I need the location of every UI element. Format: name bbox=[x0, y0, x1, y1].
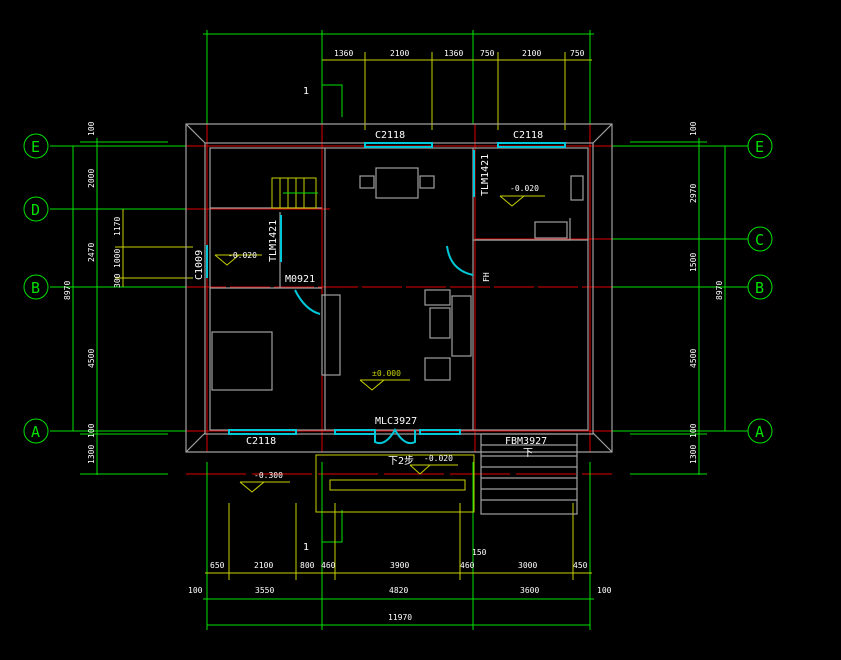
top-dim-3: 1360 bbox=[444, 49, 463, 58]
level-living: ±0.000 bbox=[372, 369, 401, 378]
level-kitchen: -0.020 bbox=[510, 184, 539, 193]
axis-a-left: A bbox=[31, 423, 40, 441]
level-outside: -0.300 bbox=[254, 471, 283, 480]
right-dim-6: 1300 bbox=[689, 445, 698, 464]
level-porch: -0.020 bbox=[424, 454, 453, 463]
left-total-dim: 8970 bbox=[63, 281, 72, 300]
axis-e-right: E bbox=[755, 138, 764, 156]
axis-c-right: C bbox=[755, 231, 764, 249]
bottom-total-dim-2: 3550 bbox=[255, 586, 274, 595]
axis-e-left: E bbox=[31, 138, 40, 156]
down-steps-label: 下2步 bbox=[388, 455, 414, 467]
building-walls bbox=[185, 123, 613, 515]
left-sub-dim-3: 300 bbox=[113, 273, 122, 288]
left-dim-4: 4500 bbox=[87, 349, 96, 368]
window-label-top-2: C2118 bbox=[513, 130, 543, 141]
garage-door-label: FBM3927 bbox=[505, 436, 547, 447]
window-label-bottom: C2118 bbox=[246, 436, 276, 447]
bottom-dim-4: 460 bbox=[321, 561, 336, 570]
left-dim-1: 100 bbox=[87, 121, 96, 136]
axis-b-left: B bbox=[31, 279, 40, 297]
main-door-label: MLC3927 bbox=[375, 416, 417, 427]
right-dim-2: 2970 bbox=[689, 184, 698, 203]
left-sub-dim-2: 1000 bbox=[113, 249, 122, 268]
left-dimension-texts: 100 2000 2470 4500 100 1300 8970 1170 10… bbox=[63, 121, 122, 464]
left-sub-dim-1: 1170 bbox=[113, 217, 122, 236]
right-total-dim: 8970 bbox=[715, 281, 724, 300]
window-label-top-1: C2118 bbox=[375, 130, 405, 141]
bottom-dim-5: 3900 bbox=[390, 561, 409, 570]
dim-150: 150 bbox=[472, 548, 487, 557]
bottom-dim-8: 450 bbox=[573, 561, 588, 570]
dimension-lines bbox=[72, 33, 726, 626]
sliding-door-kitchen-label: TLM1421 bbox=[480, 154, 491, 196]
bath-window-label: C1009 bbox=[194, 250, 205, 280]
axis-lines bbox=[50, 30, 748, 630]
right-dim-4: 4500 bbox=[689, 349, 698, 368]
bottom-total-dim-1: 100 bbox=[188, 586, 203, 595]
bottom-dim-7: 3000 bbox=[518, 561, 537, 570]
right-dim-3: 1500 bbox=[689, 253, 698, 272]
bottom-dim-3: 800 bbox=[300, 561, 315, 570]
section-mark-bottom: 1 bbox=[303, 542, 309, 553]
section-mark-top: 1 bbox=[303, 86, 309, 97]
right-dim-5: 100 bbox=[689, 423, 698, 438]
axis-a-right: A bbox=[755, 423, 764, 441]
axis-bubbles bbox=[23, 133, 773, 444]
bottom-total-dim-4: 3600 bbox=[520, 586, 539, 595]
level-bath: -0.020 bbox=[228, 251, 257, 260]
axis-d-left: D bbox=[31, 201, 40, 219]
bottom-total-dim-3: 4820 bbox=[389, 586, 408, 595]
bottom-dim-6: 460 bbox=[460, 561, 475, 570]
top-dim-6: 750 bbox=[570, 49, 585, 58]
top-dim-1: 1360 bbox=[334, 49, 353, 58]
sliding-door-bath-label: TLM1421 bbox=[268, 220, 279, 262]
fire-hydrant-label: FH bbox=[482, 272, 491, 282]
bedroom-door-label: M0921 bbox=[285, 274, 315, 285]
top-dim-2: 2100 bbox=[390, 49, 409, 58]
left-dim-2: 2000 bbox=[87, 169, 96, 188]
top-dim-5: 2100 bbox=[522, 49, 541, 58]
down-label: 下 bbox=[523, 448, 533, 459]
bottom-overall-dim: 11970 bbox=[388, 613, 412, 622]
left-dim-5: 100 bbox=[87, 423, 96, 438]
bottom-total-dim-5: 100 bbox=[597, 586, 612, 595]
right-dimension-texts: 100 2970 1500 4500 100 1300 8970 bbox=[689, 121, 724, 464]
top-dim-4: 750 bbox=[480, 49, 495, 58]
right-dim-1: 100 bbox=[689, 121, 698, 136]
left-dim-6: 1300 bbox=[87, 445, 96, 464]
left-dim-3: 2470 bbox=[87, 243, 96, 262]
bottom-dim-2: 2100 bbox=[254, 561, 273, 570]
axis-b-right: B bbox=[755, 279, 764, 297]
bottom-dim-1: 650 bbox=[210, 561, 225, 570]
